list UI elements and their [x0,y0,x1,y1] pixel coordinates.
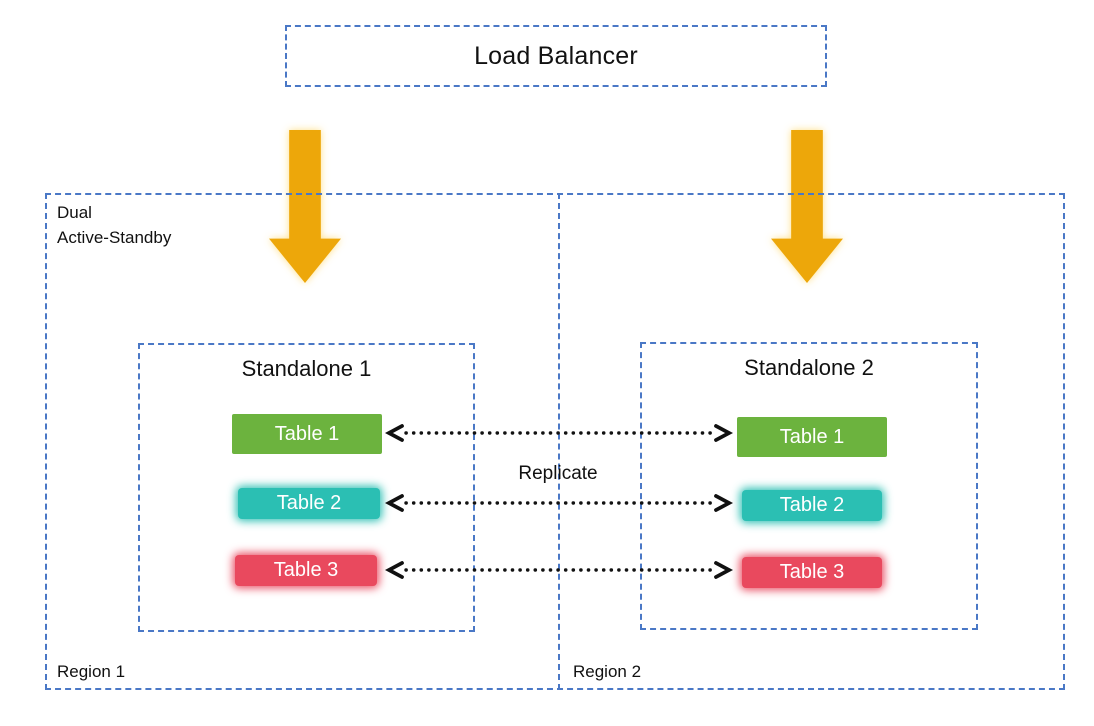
table-label: Table 1 [274,422,340,445]
dotted-double-arrow-icon-table-2 [384,494,734,512]
standalone-2-box: Standalone 2 Table 1 Table 2 Table 3 [640,342,978,630]
region-1-label: Region 1 [57,662,126,681]
standalone-1-table-3: Table 3 [235,555,377,586]
table-label: Table 3 [779,561,845,583]
standalone-1-box: Standalone 1 Table 1 Table 2 Table 3 [138,343,475,632]
down-arrow-icon-region-1 [269,130,341,283]
table-label: Table 1 [779,425,845,448]
dotted-double-arrow-icon-table-1 [384,424,734,442]
table-label: Table 3 [273,559,339,581]
standalone-2-title: Standalone 2 [744,355,874,380]
standalone-2-table-3: Table 3 [742,557,882,588]
table-label: Table 2 [276,492,342,514]
replicate-label: Replicate [518,463,598,484]
down-arrow-icon-region-2 [771,130,843,283]
cluster-label-line-2: Active-Standby [57,227,172,247]
standalone-2-table-2: Table 2 [742,490,882,521]
table-label: Table 2 [779,494,845,516]
standalone-1-table-1: Table 1 [232,414,382,454]
cluster-label: Dual Active-Standby [57,201,171,250]
load-balancer-box: Load Balancer [285,25,827,87]
standalone-1-title: Standalone 1 [241,356,372,381]
dotted-double-arrow-icon-table-3 [384,561,734,579]
load-balancer-label: Load Balancer [474,41,638,70]
standalone-2-table-1: Table 1 [737,417,887,457]
region-2-label: Region 2 [573,662,642,681]
cluster-label-line-1: Dual [57,203,92,222]
region-divider [558,193,560,690]
dual-active-standby-box: Dual Active-Standby Region 1 Region 2 [45,193,1065,690]
standalone-1-table-2: Table 2 [238,488,380,519]
